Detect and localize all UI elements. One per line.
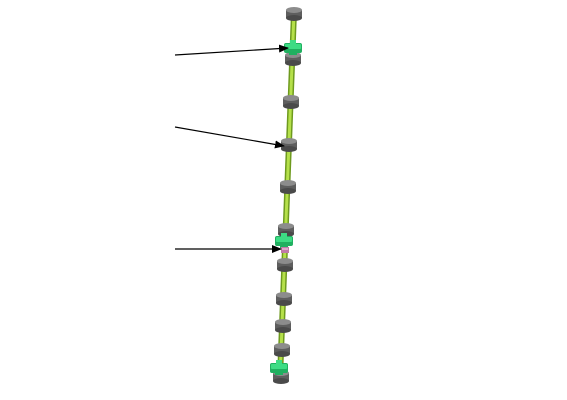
shaft [277, 9, 297, 381]
callout-group [174, 44, 289, 253]
shaft-highlight [278, 10, 296, 380]
disc [275, 319, 291, 333]
disc [276, 292, 292, 306]
disc [286, 7, 302, 21]
disc [283, 95, 299, 109]
disc-group [273, 7, 302, 384]
bottom-bearing [270, 360, 288, 375]
callout-arrow-upper-bearing [174, 44, 289, 56]
coupling [281, 247, 289, 253]
lower-bearing [275, 233, 293, 248]
callout-arrow-middle-disc [174, 126, 285, 149]
disc [277, 258, 293, 272]
disc [281, 138, 297, 152]
disc [280, 180, 296, 194]
disc [274, 343, 290, 357]
